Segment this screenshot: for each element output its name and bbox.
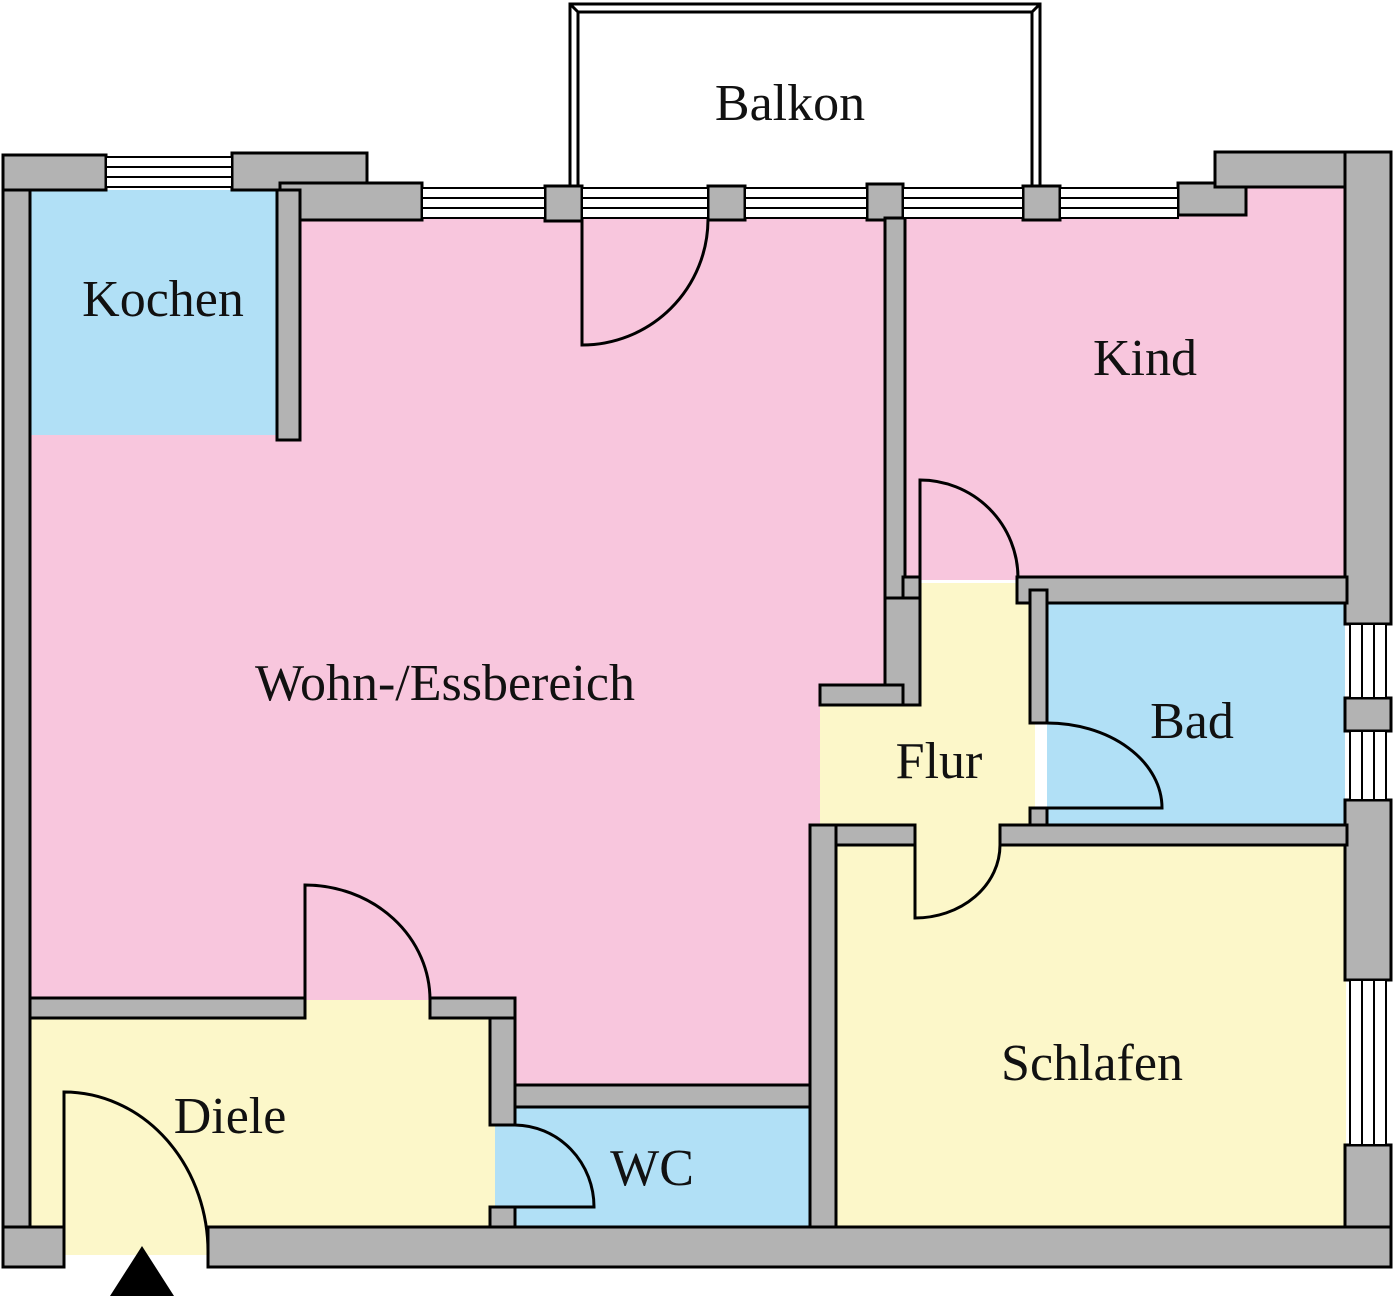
label-wc: WC <box>610 1140 694 1197</box>
wall-right-mid <box>1343 696 1393 733</box>
wall-right-top <box>1343 150 1393 626</box>
room-wohn-fill <box>30 218 885 1085</box>
wall-bottom-left <box>1 1225 66 1269</box>
label-kind: Kind <box>1093 330 1197 387</box>
door-schlafen <box>913 844 1002 920</box>
window-wohn-1 <box>421 187 546 219</box>
wall-pier-4 <box>1021 184 1062 222</box>
window-wohn-3 <box>744 187 868 219</box>
door-bad <box>1046 721 1164 810</box>
window-schlafen <box>1349 979 1387 1146</box>
wall-wohn-kind <box>883 216 907 600</box>
room-fills <box>30 187 1346 1255</box>
wall-right-lower <box>1343 798 1393 982</box>
label-flur: Flur <box>896 733 983 790</box>
wall-left <box>1 153 32 1267</box>
window-kind-2 <box>1059 187 1179 219</box>
label-kochen: Kochen <box>82 271 244 328</box>
window-bad-1 <box>1349 623 1387 699</box>
room-kind-fill <box>905 187 1345 580</box>
wall-pier-2 <box>706 184 747 222</box>
wall-flur-bad <box>1028 588 1049 725</box>
window-bad-2 <box>1349 730 1387 801</box>
wall-pier-3 <box>865 182 905 222</box>
wall-wohn-schlafen-v <box>808 823 838 1229</box>
room-schlafen-fill <box>836 845 1346 1227</box>
room-flur-fill <box>820 583 1035 845</box>
window-wohn-2 <box>581 187 709 219</box>
windows <box>105 156 1387 1146</box>
label-diele: Diele <box>174 1088 287 1145</box>
wall-bad-schlafen <box>998 823 1349 847</box>
wall-diele-wc-low <box>488 1205 517 1229</box>
room-kochen-fill <box>30 190 280 435</box>
balcony <box>568 2 1042 186</box>
label-bad: Bad <box>1150 693 1234 750</box>
doors <box>62 219 1164 1256</box>
label-wohn: Wohn-/Essbereich <box>255 655 635 712</box>
wall-top-left-c <box>278 181 424 222</box>
wall-kochen-stub <box>275 188 302 442</box>
door-kind <box>918 478 1020 598</box>
entrance-arrow-icon <box>110 1246 174 1296</box>
wall-wohn-diele-b <box>428 996 517 1020</box>
room-diele-fill <box>30 1000 495 1255</box>
window-kochen <box>105 156 233 188</box>
label-schlafen: Schlafen <box>1001 1035 1183 1092</box>
wall-kind-bad <box>1015 575 1349 605</box>
walls <box>1 150 1393 1269</box>
room-labels: Balkon Kochen Kind Wohn-/Essbereich Flur… <box>82 75 1234 1197</box>
window-kind-1 <box>902 187 1024 219</box>
door-entrance <box>62 1090 210 1256</box>
door-balcony <box>580 219 710 347</box>
wall-top-left-a <box>1 153 108 192</box>
wall-pier-1 <box>543 184 584 223</box>
label-balkon: Balkon <box>715 75 865 132</box>
wall-wohn-diele-a <box>28 996 307 1020</box>
door-wohn <box>303 883 432 1001</box>
wall-wohn-wc <box>488 1083 812 1109</box>
door-wc <box>514 1123 596 1209</box>
room-bad-fill <box>1047 600 1345 825</box>
wall-wohn-flur-c <box>818 683 905 707</box>
wall-bottom-main <box>206 1225 1393 1269</box>
